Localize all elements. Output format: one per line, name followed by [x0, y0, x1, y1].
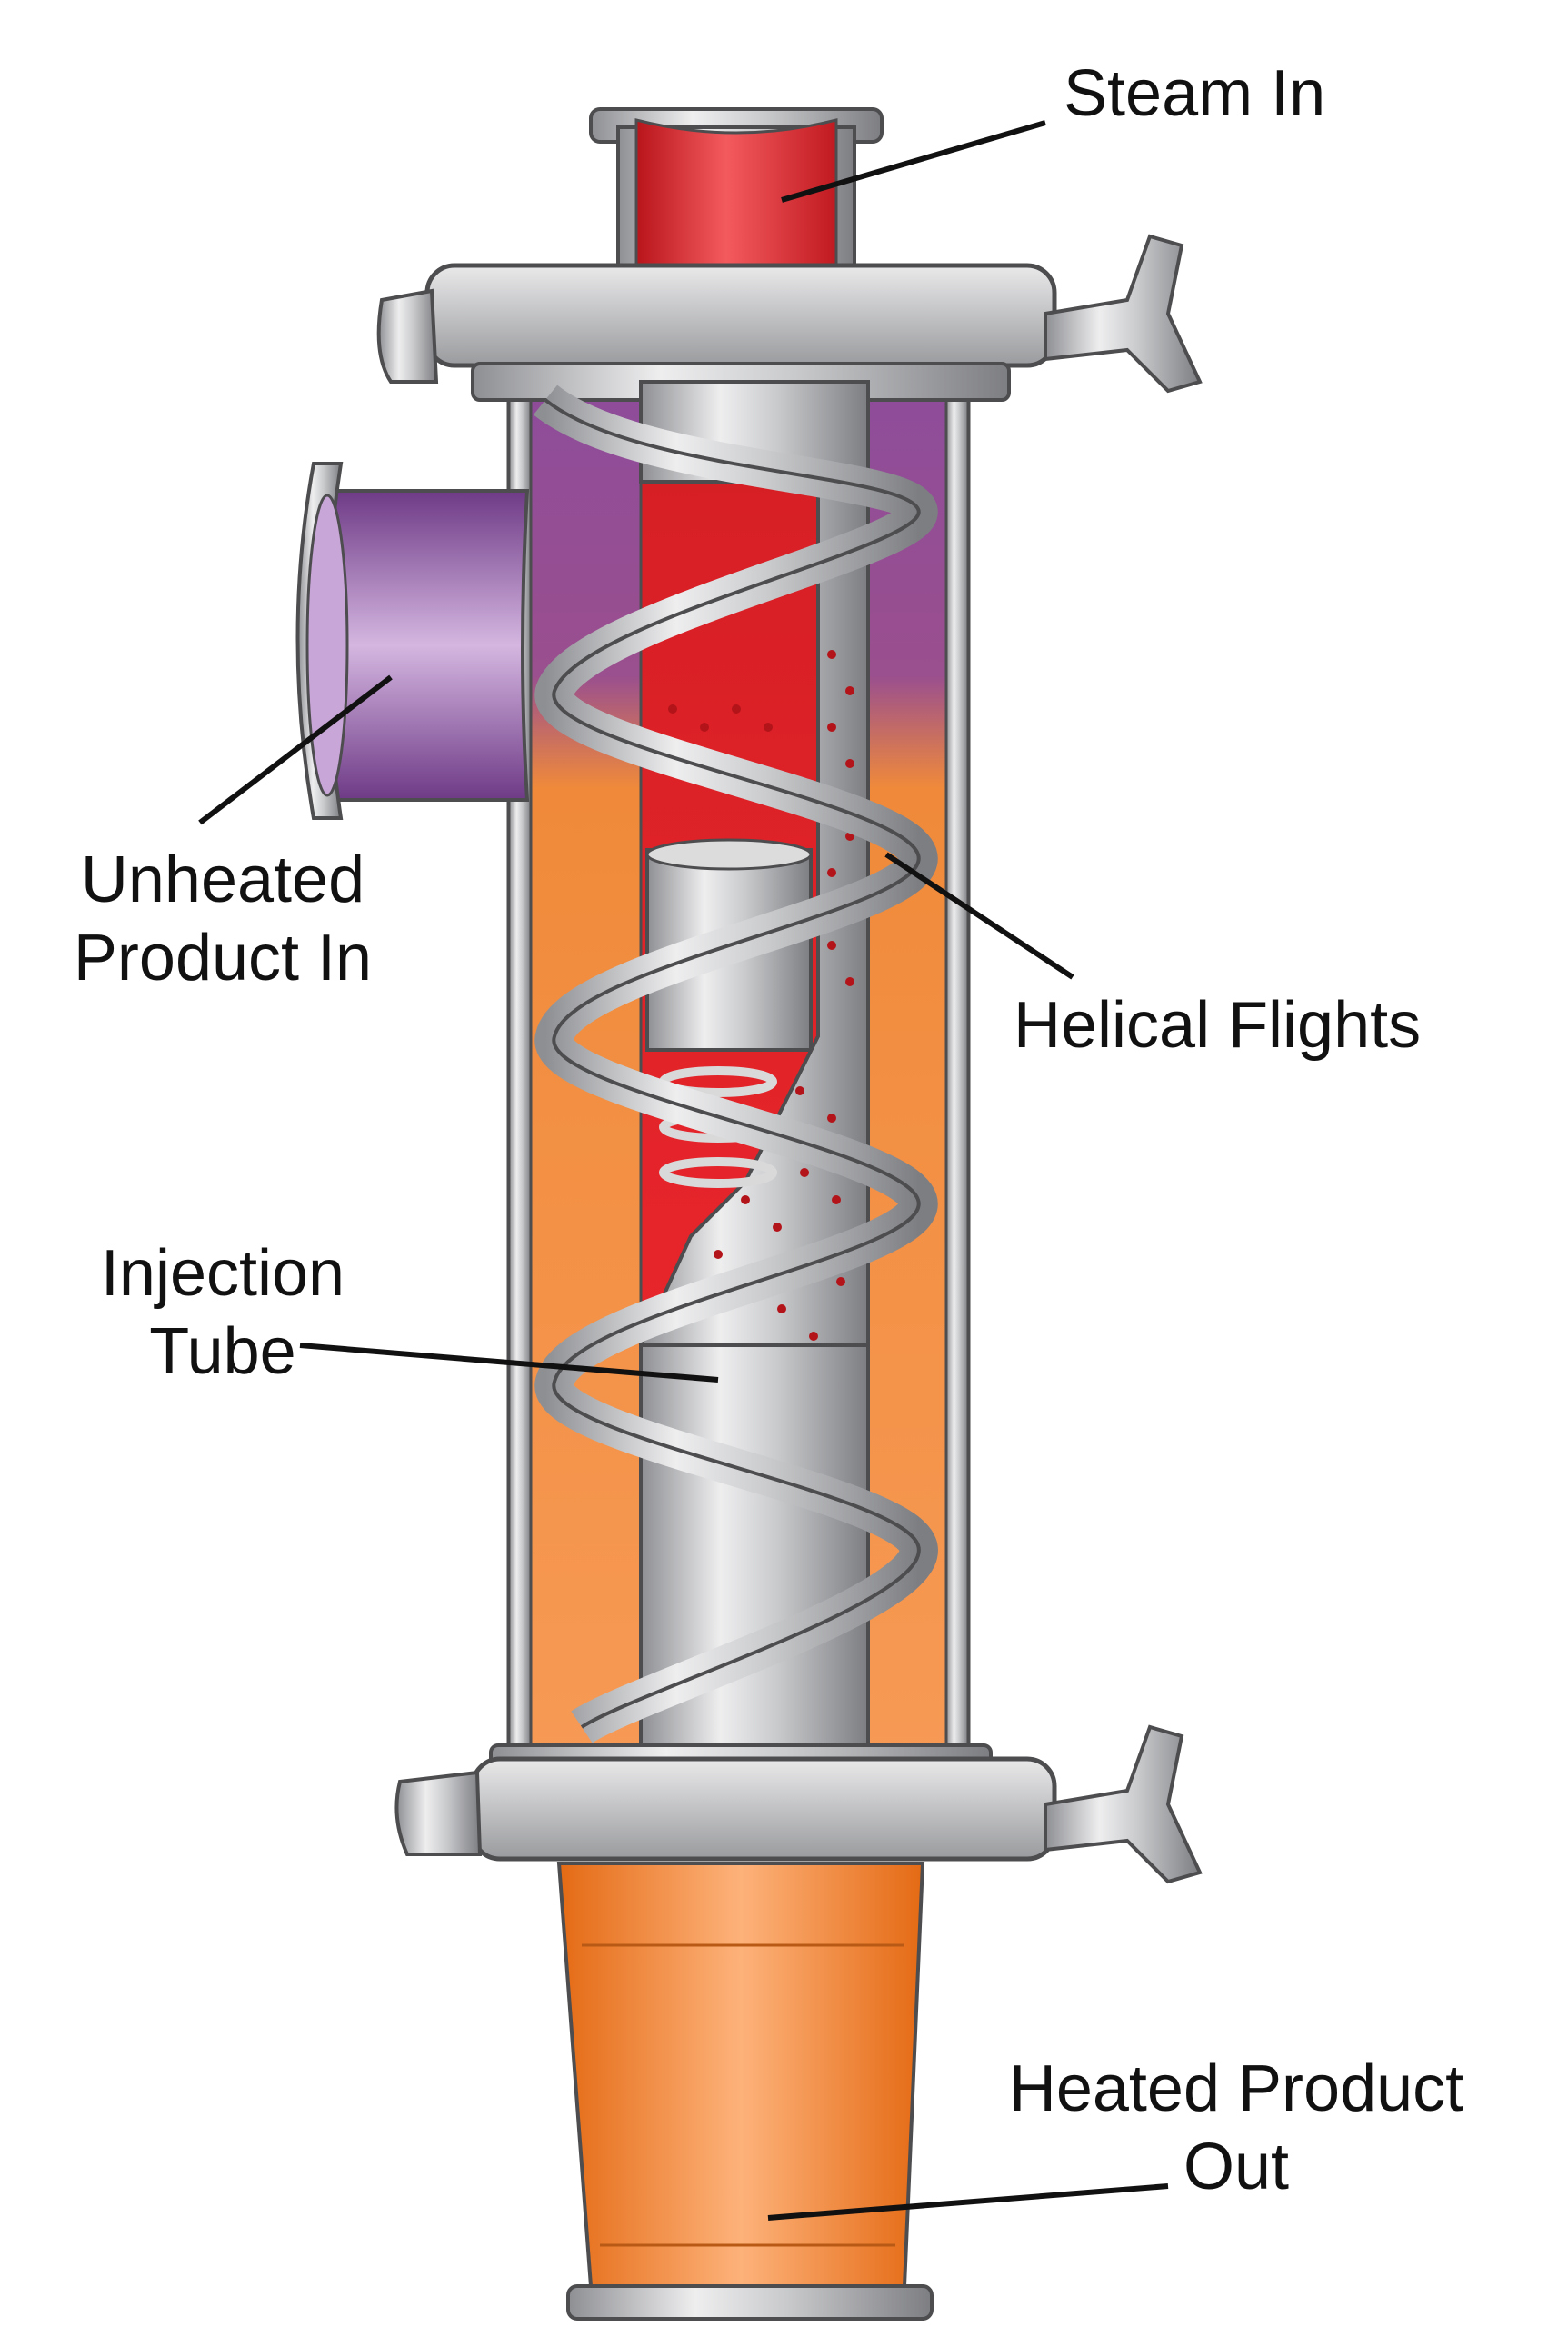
label-injection-line1: Injection — [100, 1237, 345, 1310]
label-helical-flights: Helical Flights — [1014, 986, 1421, 1064]
leader-unheated-product-in — [198, 674, 393, 825]
leader-steam-in — [781, 120, 1046, 203]
helical-flights — [533, 385, 938, 1743]
label-helical-flights-text: Helical Flights — [1014, 989, 1422, 1062]
heated-product-outlet — [556, 1862, 925, 2288]
product-inlet-opening — [305, 494, 349, 797]
injection-tube-piston-top — [645, 838, 813, 871]
leader-helical-flights — [884, 852, 1074, 980]
steam-inlet-flow — [634, 118, 838, 275]
label-steam-in: Steam In — [1064, 55, 1325, 133]
top-clamp-left-ear — [376, 288, 439, 384]
bottom-clamp-wingnut — [1044, 1724, 1203, 1884]
top-clamp-wingnut — [1044, 234, 1203, 394]
label-unheated-product-in: Unheated Product In — [45, 841, 400, 997]
label-unheated-line2: Product In — [73, 922, 373, 994]
label-heated-product-out: Heated Product Out — [964, 2050, 1509, 2206]
shell-wall-right — [944, 362, 970, 1783]
top-clamp-band — [424, 263, 1057, 368]
leader-heated-product-out — [767, 2183, 1169, 2221]
leader-lines — [198, 120, 1169, 2221]
label-heated-line1: Heated Product — [1008, 2052, 1464, 2125]
label-unheated-line1: Unheated — [80, 844, 365, 916]
label-steam-in-text: Steam In — [1064, 57, 1326, 130]
product-inlet-pipe — [316, 489, 530, 802]
label-injection-tube: Injection Tube — [59, 1234, 386, 1391]
leader-injection-tube — [299, 1343, 719, 1383]
bottom-clamp-band — [470, 1756, 1057, 1862]
label-heated-line2: Out — [1183, 2131, 1290, 2203]
outlet-flange — [566, 2284, 934, 2321]
label-injection-line2: Tube — [149, 1315, 296, 1388]
injection-tube-perforated — [639, 471, 870, 1420]
bottom-clamp-left-ear — [394, 1770, 483, 1856]
